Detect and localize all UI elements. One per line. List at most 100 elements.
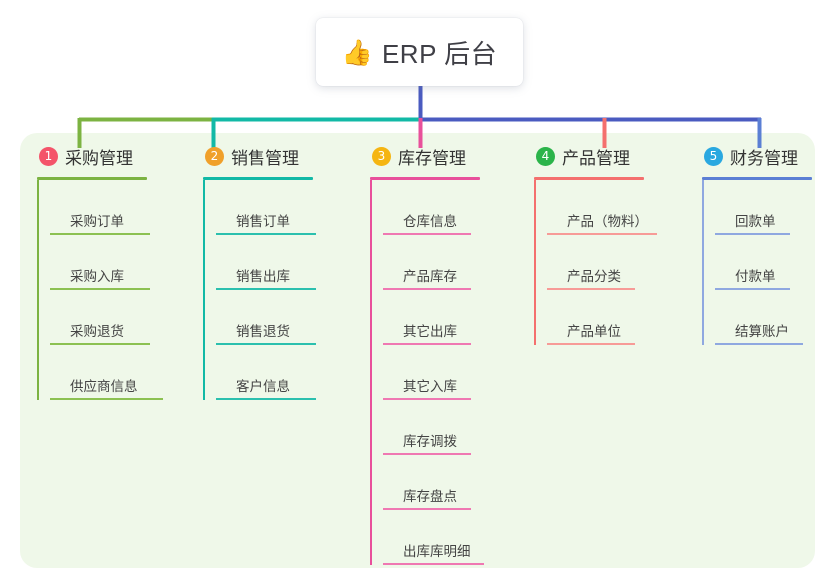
list-item-label: 销售退货: [236, 324, 290, 339]
list-item-rule: [50, 233, 150, 235]
root-title-label: ERP 后台: [381, 38, 498, 69]
branch-badge-4: 4: [536, 146, 555, 166]
list-item-rule: [50, 288, 150, 290]
branch-items-1: 采购订单 采购入库 采购退货 供应商信息: [37, 180, 187, 400]
branch-spine-2: [203, 180, 205, 400]
branch-items-4: 产品（物料） 产品分类 产品单位: [534, 180, 699, 345]
branch-badge-2: 2: [205, 146, 224, 166]
list-item[interactable]: 产品单位: [547, 290, 699, 345]
list-item[interactable]: 供应商信息: [50, 345, 187, 400]
list-item-label: 供应商信息: [70, 379, 138, 394]
list-item-rule: [383, 233, 471, 235]
list-item[interactable]: 库存调拨: [383, 400, 530, 455]
list-item[interactable]: 采购订单: [50, 180, 187, 235]
branch-title-1: 采购管理: [65, 148, 133, 168]
list-item[interactable]: 销售出库: [216, 235, 353, 290]
list-item-rule: [383, 398, 471, 400]
list-item-label: 其它出库: [403, 324, 457, 339]
list-item[interactable]: 出库库明细: [383, 510, 530, 565]
branch-rule-4: [534, 177, 644, 180]
list-item-label: 产品分类: [567, 269, 621, 284]
branch-column-1: 1 采购管理 采购订单 采购入库 采购退货 供应商信息: [37, 143, 187, 400]
list-item-rule: [383, 343, 471, 345]
thumbs-up-icon: 👍: [341, 38, 373, 67]
branch-rule-5: [702, 177, 812, 180]
branch-badge-3: 3: [372, 146, 391, 166]
list-item-label: 结算账户: [735, 324, 789, 339]
list-item-label: 采购入库: [70, 269, 124, 284]
list-item-rule: [216, 343, 316, 345]
branch-items-2: 销售订单 销售出库 销售退货 客户信息: [203, 180, 353, 400]
branch-column-4: 4 产品管理 产品（物料） 产品分类 产品单位: [534, 143, 699, 345]
list-item[interactable]: 其它出库: [383, 290, 530, 345]
branch-column-5: 5 财务管理 回款单 付款单 结算账户: [702, 143, 837, 345]
branch-header-2[interactable]: 2 销售管理: [203, 143, 353, 169]
list-item[interactable]: 客户信息: [216, 345, 353, 400]
list-item-label: 产品（物料）: [567, 214, 648, 229]
list-item[interactable]: 结算账户: [715, 290, 837, 345]
list-item-label: 库存盘点: [403, 489, 457, 504]
list-item-label: 产品库存: [403, 269, 457, 284]
branch-title-4: 产品管理: [562, 148, 630, 168]
root-title-card[interactable]: 👍 ERP 后台: [316, 18, 523, 86]
list-item[interactable]: 采购入库: [50, 235, 187, 290]
list-item-rule: [50, 343, 150, 345]
list-item-rule: [383, 288, 471, 290]
list-item[interactable]: 库存盘点: [383, 455, 530, 510]
list-item[interactable]: 采购退货: [50, 290, 187, 345]
list-item-label: 付款单: [735, 269, 776, 284]
branch-rule-3: [370, 177, 480, 180]
branch-column-2: 2 销售管理 销售订单 销售出库 销售退货 客户信息: [203, 143, 353, 400]
list-item[interactable]: 付款单: [715, 235, 837, 290]
list-item-rule: [216, 233, 316, 235]
list-item-label: 出库库明细: [403, 544, 471, 559]
branch-header-3[interactable]: 3 库存管理: [370, 143, 530, 169]
branch-title-5: 财务管理: [730, 148, 798, 168]
list-item[interactable]: 产品（物料）: [547, 180, 699, 235]
list-item[interactable]: 销售订单: [216, 180, 353, 235]
branch-items-3: 仓库信息 产品库存 其它出库 其它入库 库存调拨 库存盘点: [370, 180, 530, 565]
list-item-rule: [383, 453, 471, 455]
list-item-rule: [547, 233, 657, 235]
list-item-label: 客户信息: [236, 379, 290, 394]
branch-title-2: 销售管理: [231, 148, 299, 168]
diagram-background-panel: [20, 133, 815, 568]
list-item[interactable]: 销售退货: [216, 290, 353, 345]
list-item[interactable]: 回款单: [715, 180, 837, 235]
list-item-label: 采购退货: [70, 324, 124, 339]
list-item-rule: [216, 288, 316, 290]
branch-spine-3: [370, 180, 372, 565]
branch-title-3: 库存管理: [398, 148, 466, 168]
branch-header-4[interactable]: 4 产品管理: [534, 143, 699, 169]
list-item-rule: [216, 398, 316, 400]
list-item[interactable]: 产品分类: [547, 235, 699, 290]
branch-items-5: 回款单 付款单 结算账户: [702, 180, 837, 345]
branch-badge-5: 5: [704, 146, 723, 166]
list-item-rule: [715, 288, 790, 290]
list-item-rule: [383, 563, 484, 565]
list-item-rule: [715, 233, 790, 235]
branch-spine-5: [702, 180, 704, 345]
list-item-rule: [547, 343, 635, 345]
branch-header-5[interactable]: 5 财务管理: [702, 143, 837, 169]
branch-spine-4: [534, 180, 536, 345]
list-item-label: 其它入库: [403, 379, 457, 394]
list-item-rule: [383, 508, 471, 510]
branch-rule-2: [203, 177, 313, 180]
list-item-label: 库存调拨: [403, 434, 457, 449]
list-item-rule: [547, 288, 635, 290]
list-item[interactable]: 仓库信息: [383, 180, 530, 235]
list-item-label: 回款单: [735, 214, 776, 229]
list-item[interactable]: 其它入库: [383, 345, 530, 400]
branch-rule-1: [37, 177, 147, 180]
branch-column-3: 3 库存管理 仓库信息 产品库存 其它出库 其它入库 库存调拨: [370, 143, 530, 565]
branch-header-1[interactable]: 1 采购管理: [37, 143, 187, 169]
list-item-label: 销售订单: [236, 214, 290, 229]
list-item-label: 销售出库: [236, 269, 290, 284]
list-item[interactable]: 产品库存: [383, 235, 530, 290]
list-item-label: 采购订单: [70, 214, 124, 229]
list-item-label: 仓库信息: [403, 214, 457, 229]
branch-badge-1: 1: [39, 146, 58, 166]
list-item-label: 产品单位: [567, 324, 621, 339]
